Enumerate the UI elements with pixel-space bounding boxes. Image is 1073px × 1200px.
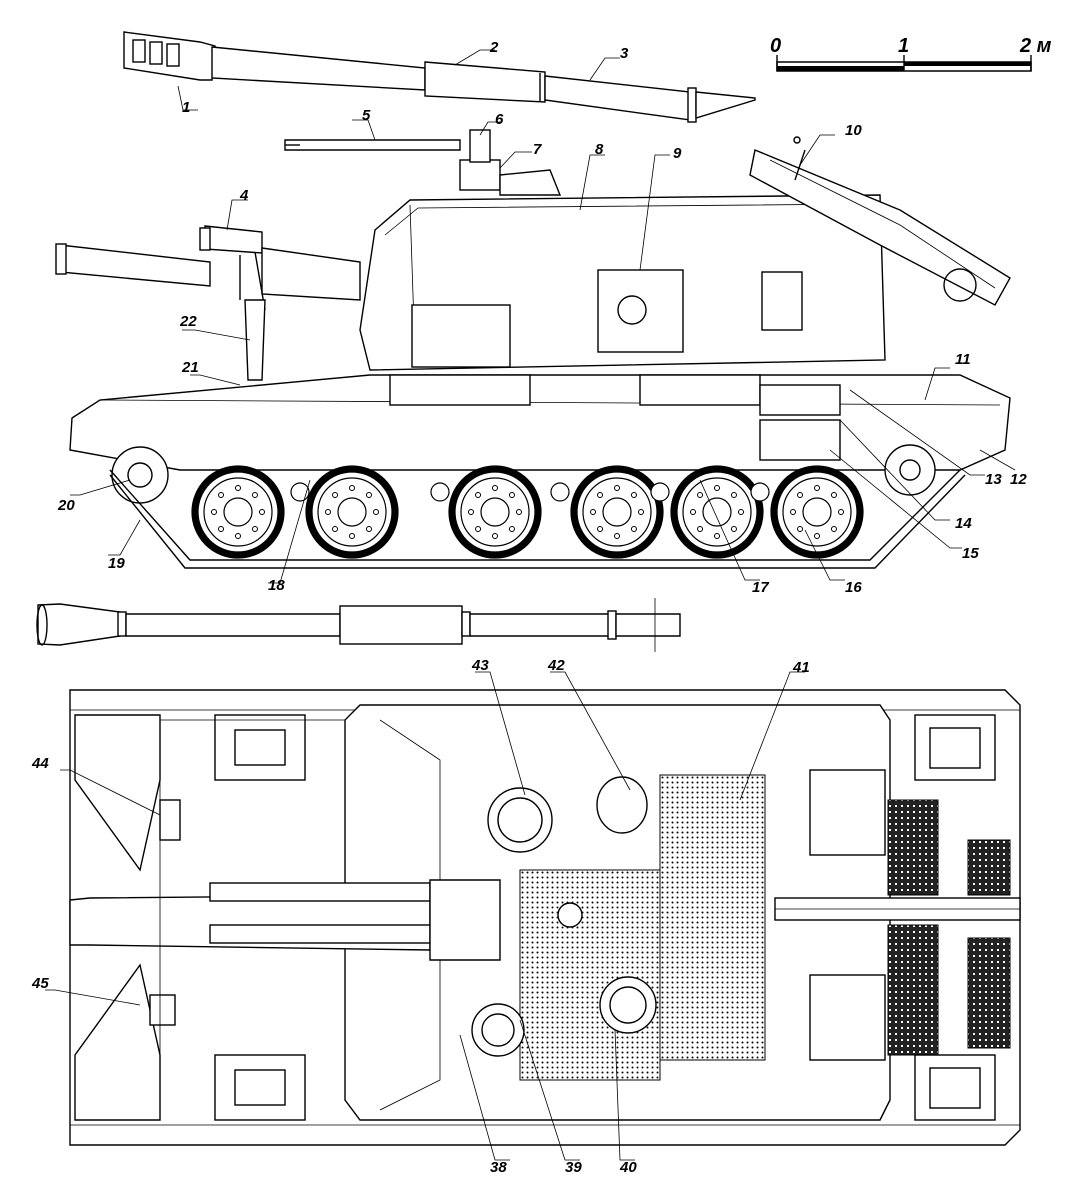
callout-11: 11 (955, 351, 971, 368)
callout-43: 43 (471, 657, 489, 674)
road-wheel (448, 465, 542, 559)
callout-3: 3 (620, 45, 629, 62)
scale-bar: 0 1 2 м (770, 35, 1052, 72)
callout-10: 10 (845, 122, 862, 139)
callout-19: 19 (108, 555, 125, 572)
return-roller (750, 482, 770, 502)
callout-7: 7 (533, 141, 542, 158)
callout-14: 14 (955, 515, 972, 532)
callout-15: 15 (962, 545, 979, 562)
callout-20: 20 (57, 497, 75, 514)
callout-44: 44 (31, 755, 49, 772)
return-roller (290, 482, 310, 502)
callout-38: 38 (490, 1159, 507, 1176)
callout-12: 12 (1010, 471, 1027, 488)
callout-22: 22 (179, 313, 197, 330)
road-wheel (670, 465, 764, 559)
callout-13: 13 (985, 471, 1002, 488)
callout-39: 39 (565, 1159, 582, 1176)
callout-8: 8 (595, 141, 604, 158)
return-roller (550, 482, 570, 502)
callout-45: 45 (31, 975, 49, 992)
return-rollers (290, 482, 770, 502)
scale-tick-0: 0 (770, 35, 781, 57)
side-view-vehicle (55, 129, 1011, 569)
scale-tick-2: 2 м (1019, 35, 1052, 57)
callout-18: 18 (268, 577, 285, 594)
road-wheel (570, 465, 664, 559)
scale-tick-1: 1 (898, 35, 909, 57)
leader-lines (45, 49, 1016, 1161)
callout-6: 6 (495, 111, 504, 128)
callout-1: 1 (182, 99, 190, 116)
callout-2: 2 (489, 39, 499, 56)
road-wheel (305, 465, 399, 559)
road-wheels (191, 465, 864, 559)
callout-42: 42 (547, 657, 565, 674)
return-roller (650, 482, 670, 502)
top-view-vehicle (69, 689, 1021, 1146)
return-roller (430, 482, 450, 502)
callout-40: 40 (619, 1159, 637, 1176)
road-wheel (191, 465, 285, 559)
callout-5: 5 (362, 107, 371, 124)
barrel-detail-top (123, 31, 756, 123)
callout-21: 21 (181, 359, 199, 376)
road-wheel (770, 465, 864, 559)
callout-labels: 1 2 3 4 5 6 7 8 9 10 11 12 13 14 15 16 1… (31, 39, 1027, 1176)
callout-16: 16 (845, 579, 862, 596)
callout-41: 41 (792, 659, 810, 676)
callout-17: 17 (752, 579, 769, 596)
callout-4: 4 (239, 187, 249, 204)
barrel-detail-middle (36, 598, 681, 652)
callout-9: 9 (673, 145, 682, 162)
